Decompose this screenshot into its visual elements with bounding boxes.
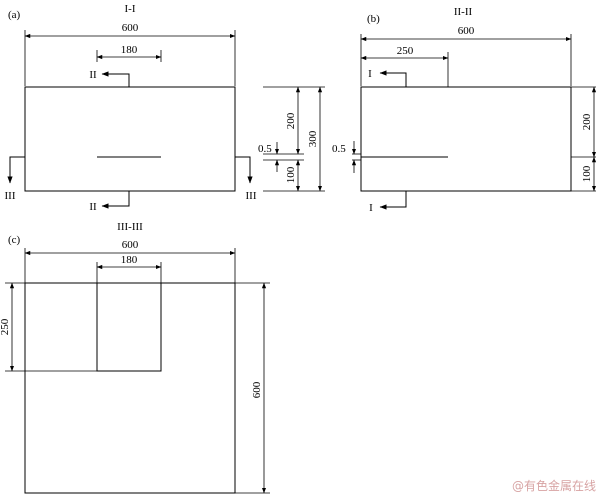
panel-c-slot-label: 180 — [121, 254, 138, 266]
panel-a-width-label: 600 — [122, 22, 139, 34]
section-III-right-label: III — [246, 190, 257, 202]
panel-c-notch — [96, 282, 162, 372]
panel-b-width-label: 600 — [458, 25, 475, 37]
section-III-left-label: III — [5, 190, 16, 202]
section-I-bottom-label: I — [369, 202, 373, 214]
gap-label: 0.5 — [258, 143, 272, 155]
panel-c-specimen — [24, 282, 236, 494]
dim-100-label: 100 — [285, 166, 297, 183]
section-II-bottom-label: II — [89, 201, 97, 213]
panel-a-title: I-I — [125, 3, 136, 15]
panel-b-specimen — [360, 86, 572, 192]
vertical-dimensions: 0.5 200 100 300 — [258, 86, 325, 192]
panel-c-title: III-III — [117, 221, 143, 233]
dim-200-label: 200 — [285, 112, 297, 129]
section-arrow-I-bottom — [379, 191, 407, 210]
section-II-top-label: II — [89, 69, 97, 81]
panel-b-dim-200-label: 200 — [581, 113, 593, 130]
panel-c-dim-250-label: 250 — [0, 318, 11, 335]
panel-a: (a) I-I 600 180 II III III II — [5, 3, 257, 213]
section-arrow-II-bottom — [101, 191, 130, 209]
section-arrow-I-top — [379, 70, 407, 87]
watermark: @有色金属在线 — [512, 478, 596, 493]
panel-a-specimen — [24, 86, 236, 192]
panel-b-dim-100-label: 100 — [581, 165, 593, 182]
panel-a-label: (a) — [8, 9, 21, 21]
section-arrow-II-top — [101, 71, 130, 87]
section-arrow-III-left — [7, 156, 25, 184]
panel-b-gap-label: 0.5 — [332, 143, 346, 155]
panel-c-label: (c) — [8, 234, 21, 246]
section-I-top-label: I — [368, 68, 372, 80]
panel-a-slot-label: 180 — [121, 44, 138, 56]
panel-b-250-label: 250 — [397, 45, 414, 57]
panel-b-label: (b) — [367, 13, 380, 25]
dim-300-label: 300 — [307, 130, 319, 147]
panel-b: (b) II-II 600 250 I I 0.5 200 100 — [332, 6, 597, 214]
panel-c-dim-600-label: 600 — [251, 381, 263, 398]
section-arrow-III-right — [235, 156, 253, 184]
panel-b-title: II-II — [454, 6, 473, 18]
panel-c: (c) III-III 600 180 250 600 — [0, 221, 270, 494]
panel-c-width-label: 600 — [122, 239, 139, 251]
